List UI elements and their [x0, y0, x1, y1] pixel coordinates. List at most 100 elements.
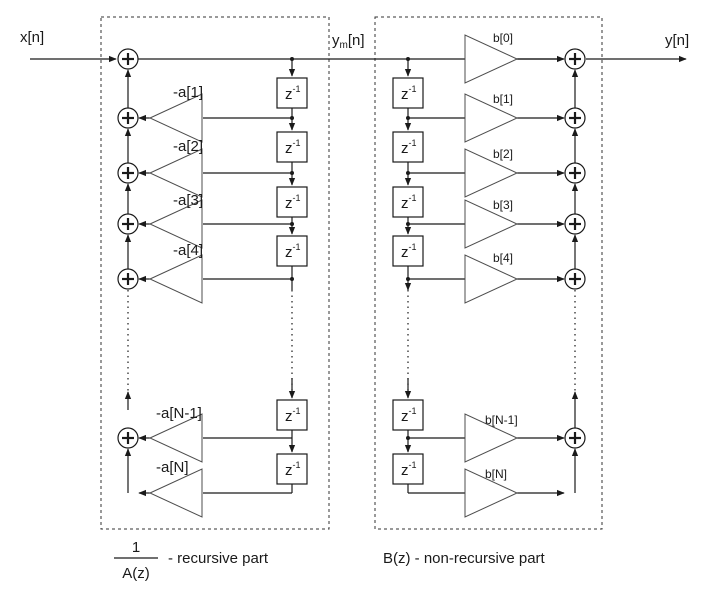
- gain-label: b[0]: [493, 31, 513, 45]
- delay-block: z-1: [276, 235, 308, 267]
- intermediate-label-subscript: m: [340, 40, 348, 51]
- input-label: x[n]: [20, 29, 44, 46]
- delay-block: z-1: [276, 77, 308, 109]
- delay-label-base: z: [285, 86, 293, 103]
- delay-box: [276, 235, 308, 267]
- delay-label-exponent: -1: [409, 84, 417, 94]
- delay-box: [392, 186, 424, 218]
- adder-node: [117, 162, 139, 184]
- delay-label: z-1: [401, 242, 417, 261]
- recursive-section-frame: [100, 16, 330, 530]
- delay-box: [276, 186, 308, 218]
- adder-node: [564, 48, 586, 70]
- delay-label-base: z: [401, 408, 409, 425]
- feedback-gain: -a[N]: [148, 459, 203, 518]
- junction-dot: [406, 57, 410, 61]
- feedforward-gain: b[N]: [464, 467, 519, 518]
- delay-label-exponent: -1: [409, 138, 417, 148]
- adder-node: [564, 268, 586, 290]
- gain-triangle: [148, 254, 203, 304]
- feedback-gain: -a[N-1]: [148, 405, 203, 463]
- adder-node: [117, 268, 139, 290]
- delay-label: z-1: [285, 193, 301, 212]
- adder-node: [564, 427, 586, 449]
- gain-triangle: [148, 93, 203, 143]
- delay-label-base: z: [401, 86, 409, 103]
- delay-label-exponent: -1: [293, 460, 301, 470]
- gain-label: -a[1]: [173, 84, 203, 101]
- delay-block: z-1: [392, 235, 424, 267]
- gain-triangle: [148, 199, 203, 249]
- delay-label-exponent: -1: [293, 138, 301, 148]
- intermediate-label-y: y: [332, 32, 340, 49]
- gain-triangle: [464, 468, 519, 518]
- delay-box: [276, 399, 308, 431]
- delay-label: z-1: [285, 138, 301, 157]
- nonrecursive-section-frame: [374, 16, 603, 530]
- gain-label: b[N]: [485, 467, 507, 481]
- feedforward-gain: b[N-1]: [464, 413, 519, 463]
- feedforward-gain: b[2]: [464, 147, 519, 198]
- gain-label: -a[N-1]: [156, 405, 202, 422]
- signal-wires: [30, 55, 687, 497]
- gain-triangle: [464, 199, 519, 249]
- nonrecursive-caption: B(z) - non-recursive part: [383, 550, 546, 567]
- delay-label: z-1: [401, 460, 417, 479]
- feedback-gain: -a[3]: [148, 192, 203, 249]
- intermediate-label-index: [n]: [348, 32, 365, 49]
- feedback-gain: -a[1]: [148, 84, 203, 143]
- feedback-gain: -a[2]: [148, 138, 203, 198]
- delay-label: z-1: [285, 406, 301, 425]
- intermediate-label: ym[n]: [332, 32, 365, 51]
- delay-label-base: z: [285, 462, 293, 479]
- gain-label: -a[2]: [173, 138, 203, 155]
- adder-node: [564, 213, 586, 235]
- adder-node: [117, 213, 139, 235]
- gain-label: b[3]: [493, 198, 513, 212]
- gain-triangle: [148, 468, 203, 518]
- gain-triangle: [464, 413, 519, 463]
- gain-label: b[N-1]: [485, 413, 518, 427]
- delay-box: [276, 77, 308, 109]
- gain-triangle: [464, 93, 519, 143]
- feedforward-gain: b[3]: [464, 198, 519, 249]
- feedforward-gain: b[1]: [464, 92, 519, 143]
- delay-label: z-1: [285, 460, 301, 479]
- delay-label-exponent: -1: [409, 406, 417, 416]
- delay-block: z-1: [276, 453, 308, 485]
- delay-label: z-1: [401, 84, 417, 103]
- delay-label: z-1: [401, 138, 417, 157]
- delay-label-base: z: [285, 408, 293, 425]
- delay-block: z-1: [392, 77, 424, 109]
- delay-label-base: z: [401, 140, 409, 157]
- delay-label-exponent: -1: [409, 242, 417, 252]
- delay-box: [392, 131, 424, 163]
- delay-label-exponent: -1: [293, 406, 301, 416]
- adder-node: [117, 48, 139, 70]
- output-label: y[n]: [665, 32, 689, 49]
- gain-label: b[2]: [493, 147, 513, 161]
- delay-block: z-1: [276, 131, 308, 163]
- delay-box: [392, 235, 424, 267]
- delay-block: z-1: [392, 399, 424, 431]
- delay-label-exponent: -1: [293, 84, 301, 94]
- gain-label: -a[3]: [173, 192, 203, 209]
- gain-label: -a[N]: [156, 459, 189, 476]
- adder-node: [564, 162, 586, 184]
- delay-box: [276, 131, 308, 163]
- delay-block: z-1: [392, 186, 424, 218]
- gain-label: b[4]: [493, 251, 513, 265]
- delay-label: z-1: [401, 406, 417, 425]
- transfer-denominator: A(z): [122, 565, 150, 582]
- delay-label-exponent: -1: [293, 242, 301, 252]
- delay-block: z-1: [276, 399, 308, 431]
- delay-label-exponent: -1: [293, 193, 301, 203]
- delay-block: z-1: [392, 453, 424, 485]
- feedback-gain: -a[4]: [148, 242, 203, 304]
- delay-label: z-1: [285, 84, 301, 103]
- delay-label-exponent: -1: [409, 193, 417, 203]
- gain-triangle: [464, 34, 519, 84]
- delay-box: [392, 77, 424, 109]
- delay-label-base: z: [285, 140, 293, 157]
